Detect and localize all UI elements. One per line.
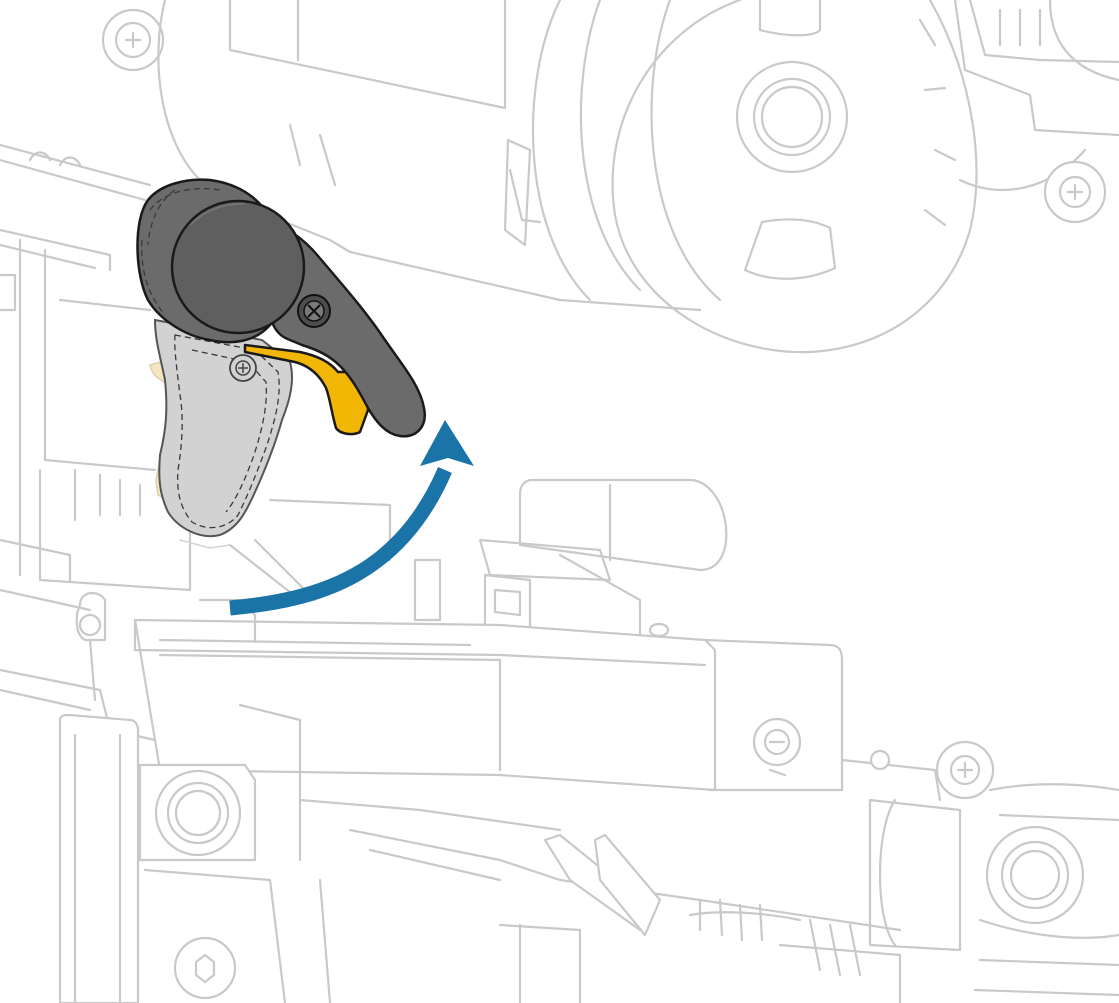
ribbon-drum bbox=[611, 0, 978, 354]
knob-icon[interactable] bbox=[136, 178, 306, 344]
screw-icon bbox=[101, 8, 165, 72]
upper-right-assembly bbox=[953, 0, 1119, 224]
rotate-arrow-icon bbox=[229, 420, 474, 616]
carriage-assembly bbox=[228, 478, 728, 642]
ribbon-spindle-housing bbox=[157, 0, 722, 312]
screw-icon bbox=[297, 294, 331, 328]
left-rail bbox=[0, 143, 192, 612]
right-lower-assembly bbox=[840, 740, 1119, 997]
lower-left-bracket bbox=[58, 703, 562, 1003]
screw-icon bbox=[229, 354, 257, 382]
printhead-bracket bbox=[153, 318, 293, 549]
lower-roller-assembly bbox=[318, 828, 902, 1003]
